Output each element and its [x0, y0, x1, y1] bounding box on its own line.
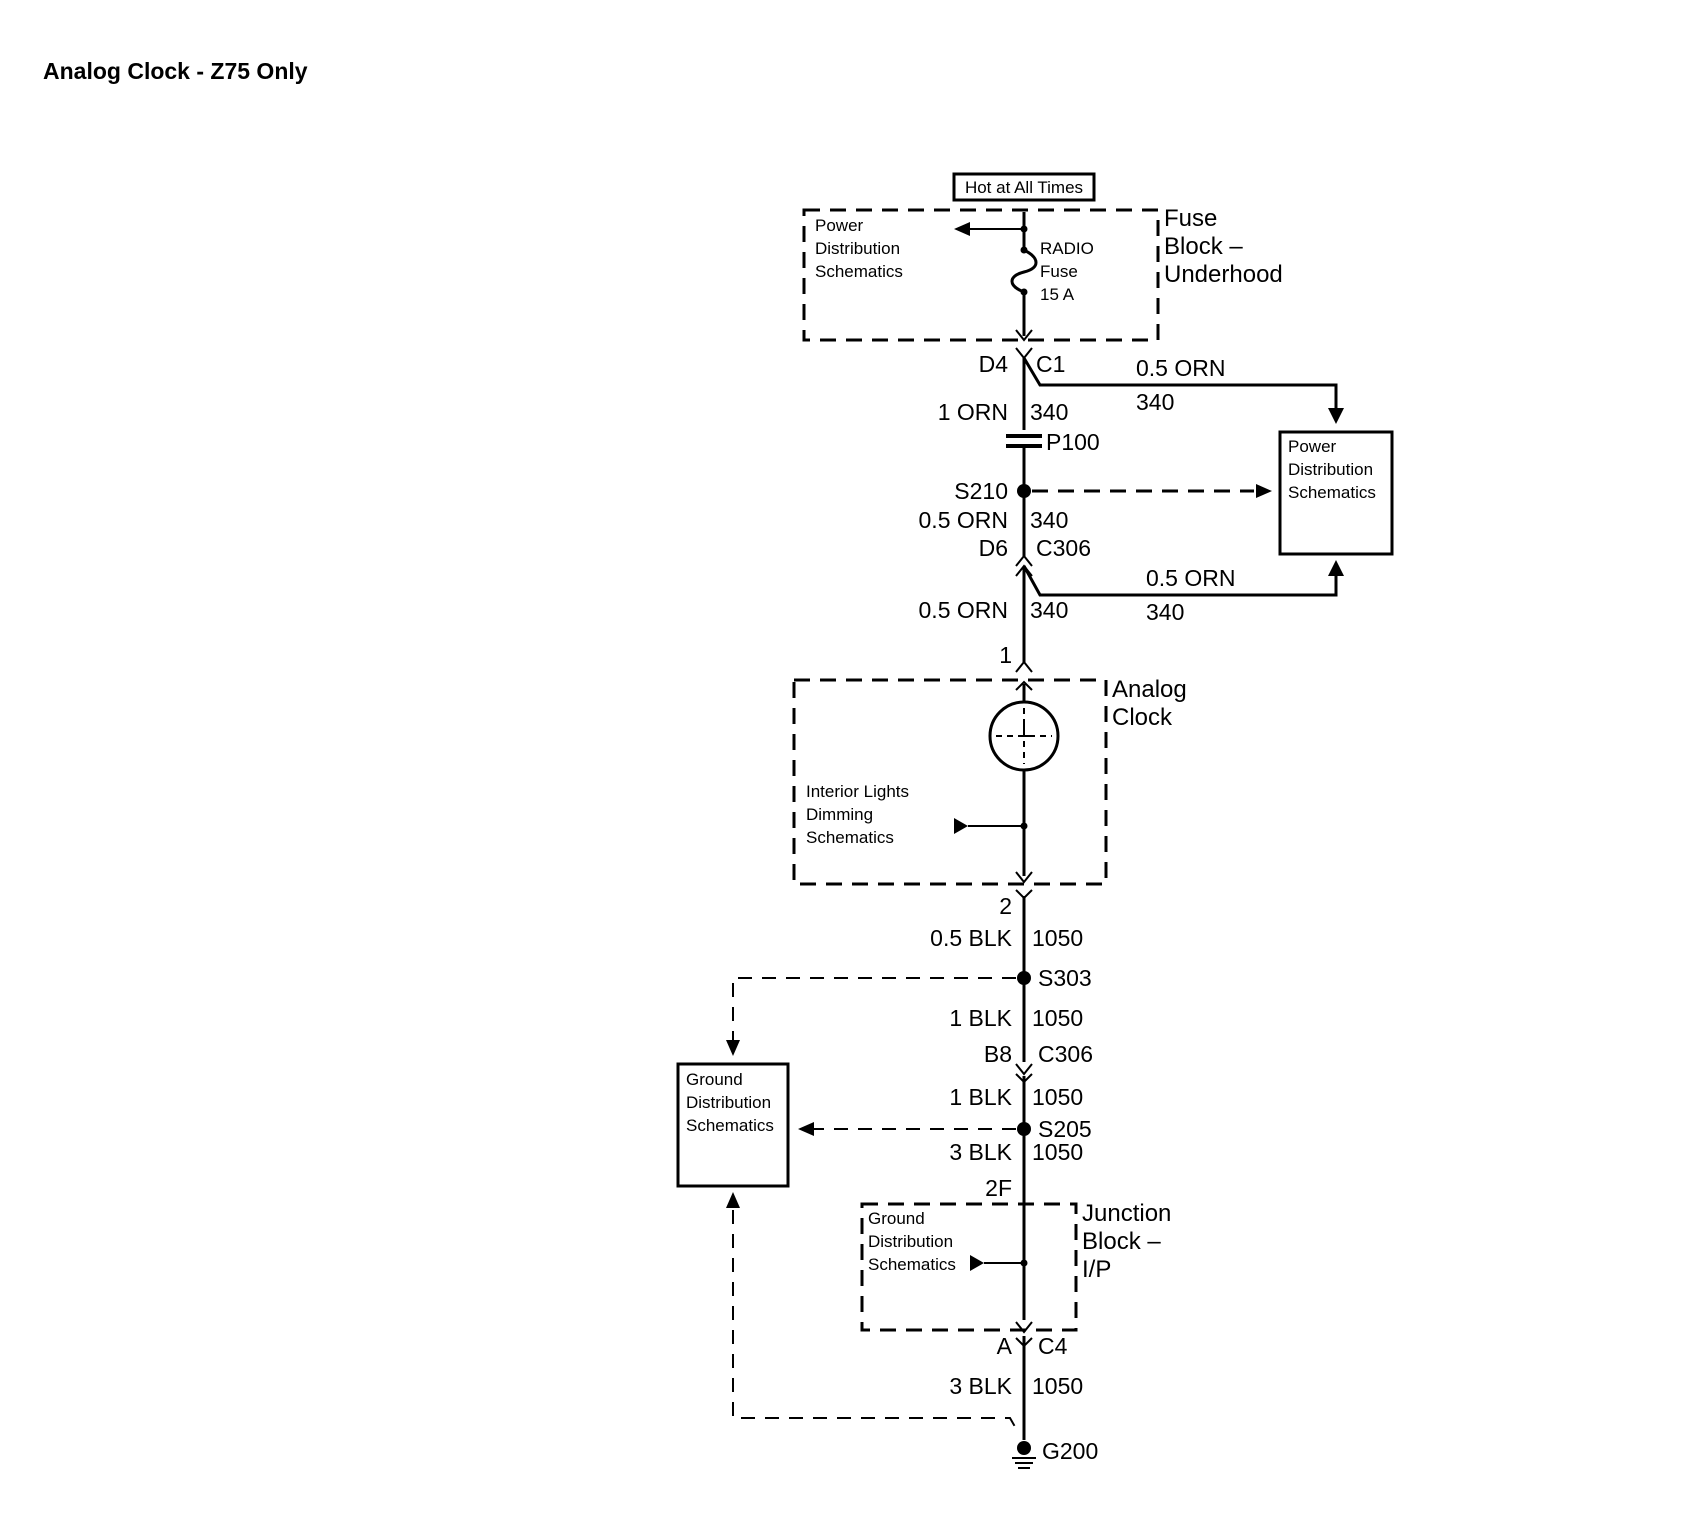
fuse-block-ref-line-3: Schematics — [815, 262, 903, 281]
g200-label: G200 — [1042, 1438, 1098, 1464]
power-dist-line-3: Schematics — [1288, 483, 1376, 502]
power-dist-line-1: Power — [1288, 437, 1337, 456]
wire-5-circuit: 1050 — [1032, 1005, 1083, 1031]
connector-c306-top: D6 C306 — [979, 535, 1091, 577]
wire-7-circuit: 1050 — [1032, 1139, 1083, 1165]
branch-mid-wire-size: 0.5 ORN — [1146, 565, 1235, 591]
wire-6-circuit: 1050 — [1032, 1084, 1083, 1110]
wire-5-size: 1 BLK — [949, 1005, 1012, 1031]
ground-dist-line-1: Ground — [686, 1070, 743, 1089]
c4-name: C4 — [1038, 1333, 1068, 1359]
ground-dist-line-3: Schematics — [686, 1116, 774, 1135]
wire-7-size: 3 BLK — [949, 1139, 1012, 1165]
fuse-label-line-3: 15 A — [1040, 285, 1075, 304]
branch-mid-circuit: 340 — [1146, 599, 1184, 625]
wire-1-size: 1 ORN — [938, 399, 1008, 425]
junction-ref-line-3: Schematics — [868, 1255, 956, 1274]
junction-block-ip: 2F Junction Block – I/P Ground Distribut… — [860, 1175, 1171, 1334]
wire-4-circuit: 1050 — [1032, 925, 1083, 951]
c306-top-name: C306 — [1036, 535, 1091, 561]
p100-label: P100 — [1046, 429, 1100, 455]
junction-ref-line-1: Ground — [868, 1209, 925, 1228]
c306-bottom-pin: B8 — [984, 1041, 1012, 1067]
junction-name-line-3: I/P — [1082, 1256, 1111, 1283]
splice-s303: S303 — [726, 965, 1092, 1056]
wire-8-circuit: 1050 — [1032, 1373, 1083, 1399]
connector-c1-pin: D4 — [979, 351, 1009, 377]
radio-fuse-icon — [1010, 246, 1038, 296]
connector-c1: D4 C1 — [979, 347, 1065, 377]
wire-2-size: 0.5 ORN — [919, 507, 1008, 533]
branch-top-circuit: 340 — [1136, 389, 1174, 415]
clock-face-icon — [988, 700, 1060, 772]
c306-bottom-name: C306 — [1038, 1041, 1093, 1067]
wire-4-size: 0.5 BLK — [930, 925, 1012, 951]
wire-3-size: 0.5 ORN — [919, 597, 1008, 623]
ground-symbol-icon — [1012, 1457, 1036, 1469]
fuse-block-name-line-1: Fuse — [1164, 205, 1217, 232]
s210-label: S210 — [954, 478, 1008, 504]
ground-distribution-box: Ground Distribution Schematics — [676, 1062, 1019, 1433]
clock-name-line-1: Analog — [1112, 676, 1187, 703]
fuse-block-name-line-2: Block – — [1164, 233, 1243, 260]
branch-top-wire: 0.5 ORN 340 — [1022, 355, 1344, 424]
branch-top-wire-size: 0.5 ORN — [1136, 355, 1225, 381]
analog-clock-module: 1 Analog Clock Interior Lights Dimming S… — [792, 642, 1187, 919]
fuse-block-underhood: Power Distribution Schematics RADIO Fuse… — [802, 205, 1283, 342]
dimming-line-1: Interior Lights — [806, 782, 909, 801]
wire-6-size: 1 BLK — [949, 1084, 1012, 1110]
s205-label: S205 — [1038, 1116, 1092, 1142]
pass-through-p100: P100 — [1006, 429, 1100, 455]
dimming-line-3: Schematics — [806, 828, 894, 847]
splice-s205: S205 — [798, 1116, 1092, 1142]
ground-dist-line-2: Distribution — [686, 1093, 771, 1112]
fuse-label-line-2: Fuse — [1040, 262, 1078, 281]
junction-ref-line-2: Distribution — [868, 1232, 953, 1251]
branch-mid-wire: 0.5 ORN 340 — [1022, 560, 1344, 625]
c306-top-pin: D6 — [979, 535, 1008, 561]
dimming-line-2: Dimming — [806, 805, 873, 824]
wire-3-circuit: 340 — [1030, 597, 1068, 623]
connector-c4: A C4 — [997, 1333, 1068, 1359]
power-source-label: Hot at All Times — [952, 172, 1096, 202]
fuse-block-ref-line-2: Distribution — [815, 239, 900, 258]
clock-pin-out: 2 — [999, 893, 1012, 919]
fuse-block-name-line-3: Underhood — [1164, 261, 1283, 288]
junction-pin: 2F — [985, 1175, 1012, 1201]
fuse-block-ref-line-1: Power — [815, 216, 864, 235]
connector-c306-bottom: B8 C306 — [984, 1041, 1093, 1084]
power-source-text: Hot at All Times — [965, 178, 1083, 197]
ground-g200: G200 — [1012, 1438, 1098, 1469]
clock-name-line-2: Clock — [1112, 704, 1173, 731]
power-distribution-box: Power Distribution Schematics — [1278, 430, 1394, 556]
c4-pin: A — [997, 1333, 1013, 1359]
fuse-label-line-1: RADIO — [1040, 239, 1094, 258]
s303-label: S303 — [1038, 965, 1092, 991]
wire-2-circuit: 340 — [1030, 507, 1068, 533]
junction-name-line-2: Block – — [1082, 1228, 1161, 1255]
wire-1-circuit: 340 — [1030, 399, 1068, 425]
page-title: Analog Clock - Z75 Only — [43, 58, 308, 84]
splice-s210: S210 — [954, 478, 1272, 504]
wire-8-size: 3 BLK — [949, 1373, 1012, 1399]
clock-pin-in: 1 — [999, 642, 1012, 668]
power-dist-line-2: Distribution — [1288, 460, 1373, 479]
junction-name-line-1: Junction — [1082, 1200, 1171, 1227]
connector-c1-name: C1 — [1036, 351, 1065, 377]
